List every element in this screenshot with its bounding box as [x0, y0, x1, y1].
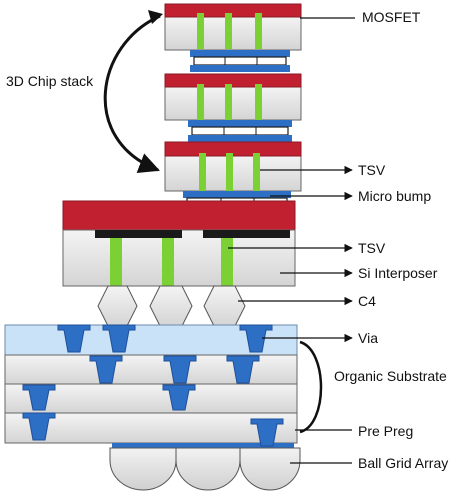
die-1-silicon [164, 15, 302, 51]
die-2-silicon [164, 85, 302, 121]
c4-bump-3 [203, 285, 246, 327]
via-4 [89, 355, 123, 384]
label-pre-preg: Pre Preg [358, 423, 413, 439]
tsv-3b [226, 153, 233, 191]
tsv-2c [255, 84, 262, 120]
tsv-3c [253, 153, 260, 191]
tsv-interposer-b [162, 238, 174, 286]
vias [22, 324, 284, 447]
label-via: Via [358, 330, 378, 346]
c4-bump-1 [97, 285, 138, 327]
via-6 [226, 355, 260, 384]
si-interposer [62, 229, 296, 287]
interposer-contact-left-top [95, 230, 182, 238]
tsv-3a [199, 153, 206, 191]
tsv-1c [255, 13, 262, 49]
label-3d-chip-stack: 3D Chip stack [6, 73, 94, 89]
si-interposer-body [62, 229, 296, 287]
tsv-interposer-c [221, 238, 233, 286]
die-2-active-layer [164, 73, 302, 88]
label-c4: C4 [358, 293, 376, 309]
die-2 [164, 73, 302, 121]
tsv-interposer-a [110, 238, 122, 286]
via-2 [102, 324, 136, 353]
via-8 [162, 384, 196, 411]
leader-lines [228, 17, 355, 464]
ball-grid-array [109, 447, 301, 491]
die-1 [164, 3, 302, 51]
tsv-2a [197, 84, 204, 120]
die-1-active-layer [164, 3, 302, 18]
label-si-interposer: Si Interposer [358, 265, 438, 281]
bga-ball-3 [239, 447, 301, 491]
tsv-1a [197, 13, 204, 49]
substrate-layer-4 [4, 412, 298, 444]
bga-pad-strip [112, 443, 294, 448]
micro-bump-layer-1 [190, 50, 290, 72]
via-5 [163, 355, 197, 384]
label-tsv-top: TSV [358, 162, 386, 178]
tsv-1b [225, 13, 232, 49]
micro-bump-layer-2 [188, 120, 292, 142]
label-mosfet: MOSFET [362, 9, 421, 25]
label-organic-substrate: Organic Substrate [334, 368, 447, 384]
via-1 [57, 324, 91, 353]
via-7 [22, 384, 56, 411]
label-micro-bump: Micro bump [358, 188, 431, 204]
chip-stack-arrow [103, 14, 161, 173]
die-3 [164, 141, 302, 192]
bga-ball-1 [109, 447, 177, 491]
interposer-contact-right-top [203, 230, 290, 238]
via-9 [22, 412, 56, 441]
tsv-2b [225, 84, 232, 120]
interposer-die-cap [62, 200, 296, 231]
c4-bumps [97, 285, 246, 327]
label-tsv-interposer: TSV [358, 240, 386, 256]
chip-stack-arrow-head-top [148, 10, 163, 24]
via-3 [239, 324, 273, 353]
bga-ball-2 [175, 447, 241, 491]
c4-bump-2 [149, 285, 193, 327]
label-ball-grid-array: Ball Grid Array [358, 455, 448, 471]
organic-substrate-bracket [299, 340, 323, 434]
via-10 [250, 418, 284, 447]
